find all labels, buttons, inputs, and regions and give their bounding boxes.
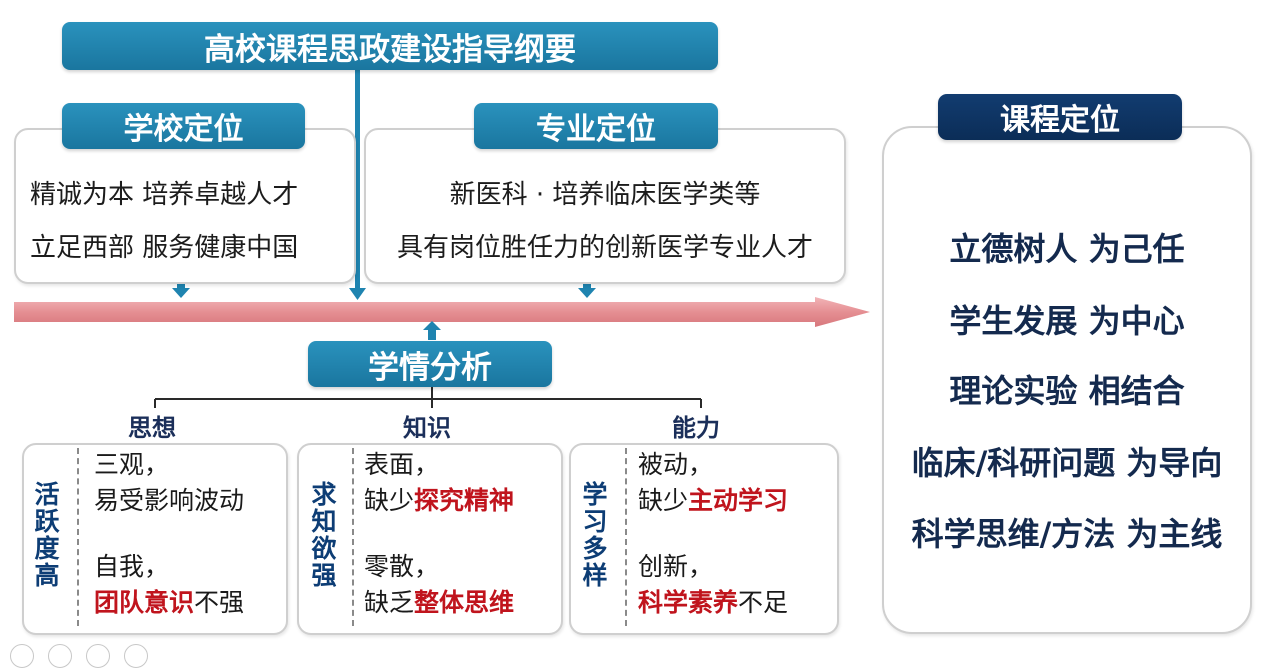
school-line-1: 精诚为本 培养卓越人才: [30, 180, 299, 210]
thought-block2-line2: 团队意识不强: [94, 585, 244, 621]
course-line-2: 学生发展 为中心: [949, 302, 1185, 340]
school-label: 学校定位: [123, 112, 244, 147]
course-label: 课程定位: [1000, 103, 1120, 138]
knowledge-emphasis-1: 探究精神: [414, 486, 515, 515]
course-line-3: 理论实验 相结合: [949, 372, 1185, 410]
ability-divider: [625, 448, 627, 626]
analysis-label: 学情分析: [368, 349, 492, 386]
thought-block2: 自我， 团队意识不强: [94, 549, 244, 621]
ability-block2-line2: 科学素养不足: [638, 585, 788, 621]
zoom-icon[interactable]: [86, 644, 110, 668]
school-line-2: 立足西部 服务健康中国: [30, 233, 299, 263]
main-timeline-arrow: [14, 297, 870, 327]
thought-panel: [22, 443, 288, 635]
prev-slide-icon[interactable]: [10, 644, 34, 668]
major-line-2: 具有岗位胜任力的创新医学专业人才: [396, 233, 813, 263]
school-panel: [14, 128, 356, 284]
thought-side-label: 活跃度高: [31, 481, 60, 589]
knowledge-block1: 表面， 缺少探究精神: [364, 447, 514, 519]
thought-block1: 三观， 易受影响波动: [94, 447, 244, 519]
ability-emphasis-1: 主动学习: [688, 486, 789, 515]
next-slide-icon[interactable]: [124, 644, 148, 668]
category-thought: 思想: [128, 414, 176, 442]
major-label: 专业定位: [536, 112, 656, 147]
major-panel: [364, 128, 846, 284]
thought-block2-line1: 自我，: [94, 552, 170, 581]
knowledge-block2-line1: 零散，: [364, 552, 440, 581]
school-banner: 学校定位: [62, 103, 305, 149]
thought-tail: 不强: [194, 588, 245, 617]
thought-divider: [77, 448, 79, 626]
knowledge-pre-1: 缺少: [364, 486, 415, 515]
major-line-1: 新医科 · 培养临床医学类等: [449, 180, 761, 210]
guideline-title: 高校课程思政建设指导纲要: [204, 31, 576, 68]
knowledge-divider: [352, 448, 354, 626]
thought-block1-line2: 易受影响波动: [94, 486, 245, 515]
knowledge-pre-2: 缺乏: [364, 588, 415, 617]
ability-block2-line1: 创新，: [638, 552, 714, 581]
knowledge-block2: 零散， 缺乏整体思维: [364, 549, 514, 621]
ability-block1: 被动， 缺少主动学习: [638, 447, 788, 519]
knowledge-panel: [297, 443, 563, 635]
ability-block2: 创新， 科学素养不足: [638, 549, 788, 621]
course-line-5: 科学思维/方法 为主线: [911, 515, 1223, 553]
course-panel: [882, 126, 1252, 634]
course-banner: 课程定位: [938, 94, 1182, 140]
connector-lines: [14, 68, 870, 408]
ability-panel: [569, 443, 839, 635]
ability-tail: 不足: [738, 588, 789, 617]
knowledge-side-label: 求知欲强: [308, 481, 337, 589]
ability-emphasis-2: 科学素养: [638, 588, 739, 617]
thought-emphasis: 团队意识: [94, 588, 195, 617]
category-knowledge: 知识: [403, 414, 451, 442]
category-ability: 能力: [672, 414, 720, 442]
slide-menu-icon[interactable]: [48, 644, 72, 668]
knowledge-block1-line1: 表面，: [364, 450, 440, 479]
thought-block1-line1: 三观，: [94, 450, 170, 479]
course-line-1: 立德树人 为己任: [949, 230, 1185, 268]
knowledge-block2-line2: 缺乏整体思维: [364, 585, 514, 621]
analysis-banner: 学情分析: [308, 341, 552, 387]
knowledge-block1-line2: 缺少探究精神: [364, 483, 514, 519]
course-line-4: 临床/科研问题 为导向: [911, 444, 1223, 482]
major-banner: 专业定位: [474, 103, 718, 149]
ability-pre: 缺少: [638, 486, 689, 515]
ability-block1-line1: 被动，: [638, 450, 714, 479]
ability-block1-line2: 缺少主动学习: [638, 483, 788, 519]
ability-side-label: 学习多样: [579, 481, 608, 589]
knowledge-emphasis-2: 整体思维: [414, 588, 515, 617]
guideline-title-banner: 高校课程思政建设指导纲要: [62, 22, 718, 70]
